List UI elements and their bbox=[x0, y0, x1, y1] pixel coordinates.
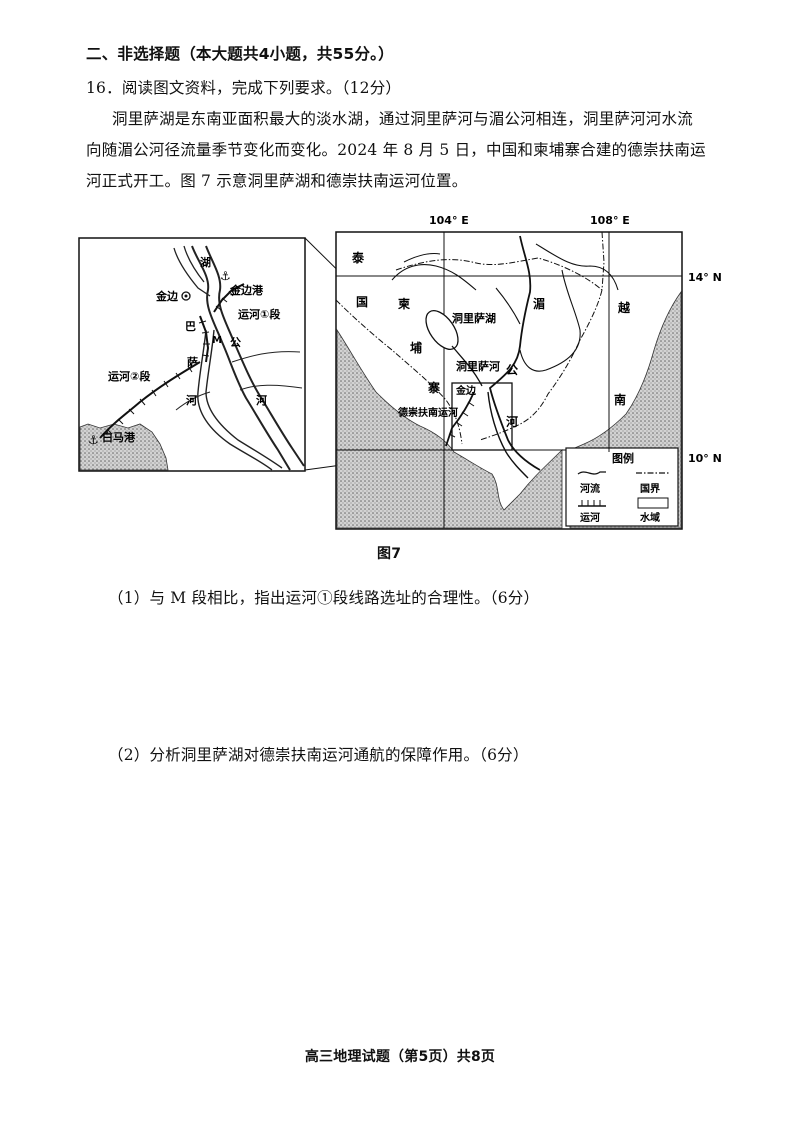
main-map: 104° E 108° E 14° N 10° N 泰 国 柬 埔 寨 洞里萨湖… bbox=[335, 214, 722, 530]
inset-label-kep: 白马港 bbox=[102, 430, 136, 444]
label-vietnam-b: 南 bbox=[614, 392, 626, 407]
label-thailand-a: 泰 bbox=[351, 250, 365, 265]
inset-label-m: M bbox=[212, 335, 222, 346]
label-mekong-c: 河 bbox=[505, 414, 518, 429]
label-thailand-b: 国 bbox=[356, 295, 368, 309]
figure-caption: 图7 bbox=[377, 546, 402, 562]
label-tonle-sap-lake: 洞里萨湖 bbox=[452, 311, 496, 325]
inset-label-mekong-a: 公 bbox=[230, 336, 241, 349]
inset-label-canal-seg2: 运河②段 bbox=[108, 369, 150, 383]
inset-label-phnom-penh: 金边 bbox=[155, 289, 179, 303]
legend-canal: 运河 bbox=[580, 512, 600, 524]
label-vietnam-a: 越 bbox=[617, 300, 631, 315]
section-heading: 二、非选择题（本大题共4小题，共55分。） bbox=[86, 45, 394, 63]
figure-7-map: ⚓ ⚓ 湖 金边 金边港 运河①段 运河②段 M 巴 萨 河 公 河 白马港 bbox=[78, 214, 722, 530]
page-footer: 高三地理试题（第5页）共8页 bbox=[304, 1049, 496, 1065]
legend-river: 河流 bbox=[580, 482, 600, 495]
coord-14n: 14° N bbox=[688, 271, 722, 284]
coord-10n: 10° N bbox=[688, 452, 722, 465]
label-mekong-b: 公 bbox=[506, 363, 518, 377]
coord-104e: 104° E bbox=[429, 214, 469, 227]
inset-label-bassac-a: 巴 bbox=[185, 320, 196, 333]
svg-text:⚓: ⚓ bbox=[220, 269, 231, 283]
inset-label-port: 金边港 bbox=[229, 283, 264, 297]
inset-label-lake: 湖 bbox=[200, 255, 211, 269]
inset-label-mekong-b: 河 bbox=[256, 393, 267, 407]
legend-border: 国界 bbox=[640, 483, 660, 495]
label-tonle-sap-river: 洞里萨河 bbox=[456, 359, 500, 373]
coord-108e: 108° E bbox=[590, 214, 630, 227]
sub-question-1: （1）与 M 段相比，指出运河①段线路选址的合理性。（6分） bbox=[108, 589, 540, 607]
paragraph-line-2: 向随湄公河径流量季节变化而变化。2024 年 8 月 5 日，中国和柬埔寨合建的… bbox=[86, 141, 706, 159]
paragraph-line-1: 洞里萨湖是东南亚面积最大的淡水湖，通过洞里萨河与湄公河相连，洞里萨河河水流 bbox=[112, 110, 693, 128]
paragraph-line-3: 河正式开工。图 7 示意洞里萨湖和德崇扶南运河位置。 bbox=[86, 172, 468, 190]
inset-label-bassac-c: 河 bbox=[186, 393, 197, 407]
sub-question-2: （2）分析洞里萨湖对德崇扶南运河通航的保障作用。（6分） bbox=[108, 746, 529, 764]
legend-water: 水域 bbox=[639, 511, 660, 524]
label-mekong-a: 湄 bbox=[533, 297, 545, 311]
label-funan-techo-canal: 德崇扶南运河 bbox=[397, 406, 458, 419]
question-header: 16．阅读图文资料，完成下列要求。（12分） bbox=[86, 79, 402, 97]
map-legend: 图例 河流 国界 运河 水域 bbox=[577, 451, 670, 524]
legend-title: 图例 bbox=[612, 451, 634, 465]
label-cambodia-b: 埔 bbox=[410, 340, 422, 355]
inset-label-canal-seg1: 运河①段 bbox=[238, 307, 280, 321]
inset-label-bassac-b: 萨 bbox=[187, 355, 198, 369]
svg-text:⚓: ⚓ bbox=[88, 433, 99, 447]
label-cambodia-c: 寨 bbox=[427, 380, 440, 395]
label-phnom-penh: 金边 bbox=[455, 384, 477, 397]
label-cambodia-a: 柬 bbox=[397, 296, 411, 311]
inset-map: ⚓ ⚓ 湖 金边 金边港 运河①段 运河②段 M 巴 萨 河 公 河 白马港 bbox=[78, 237, 306, 472]
